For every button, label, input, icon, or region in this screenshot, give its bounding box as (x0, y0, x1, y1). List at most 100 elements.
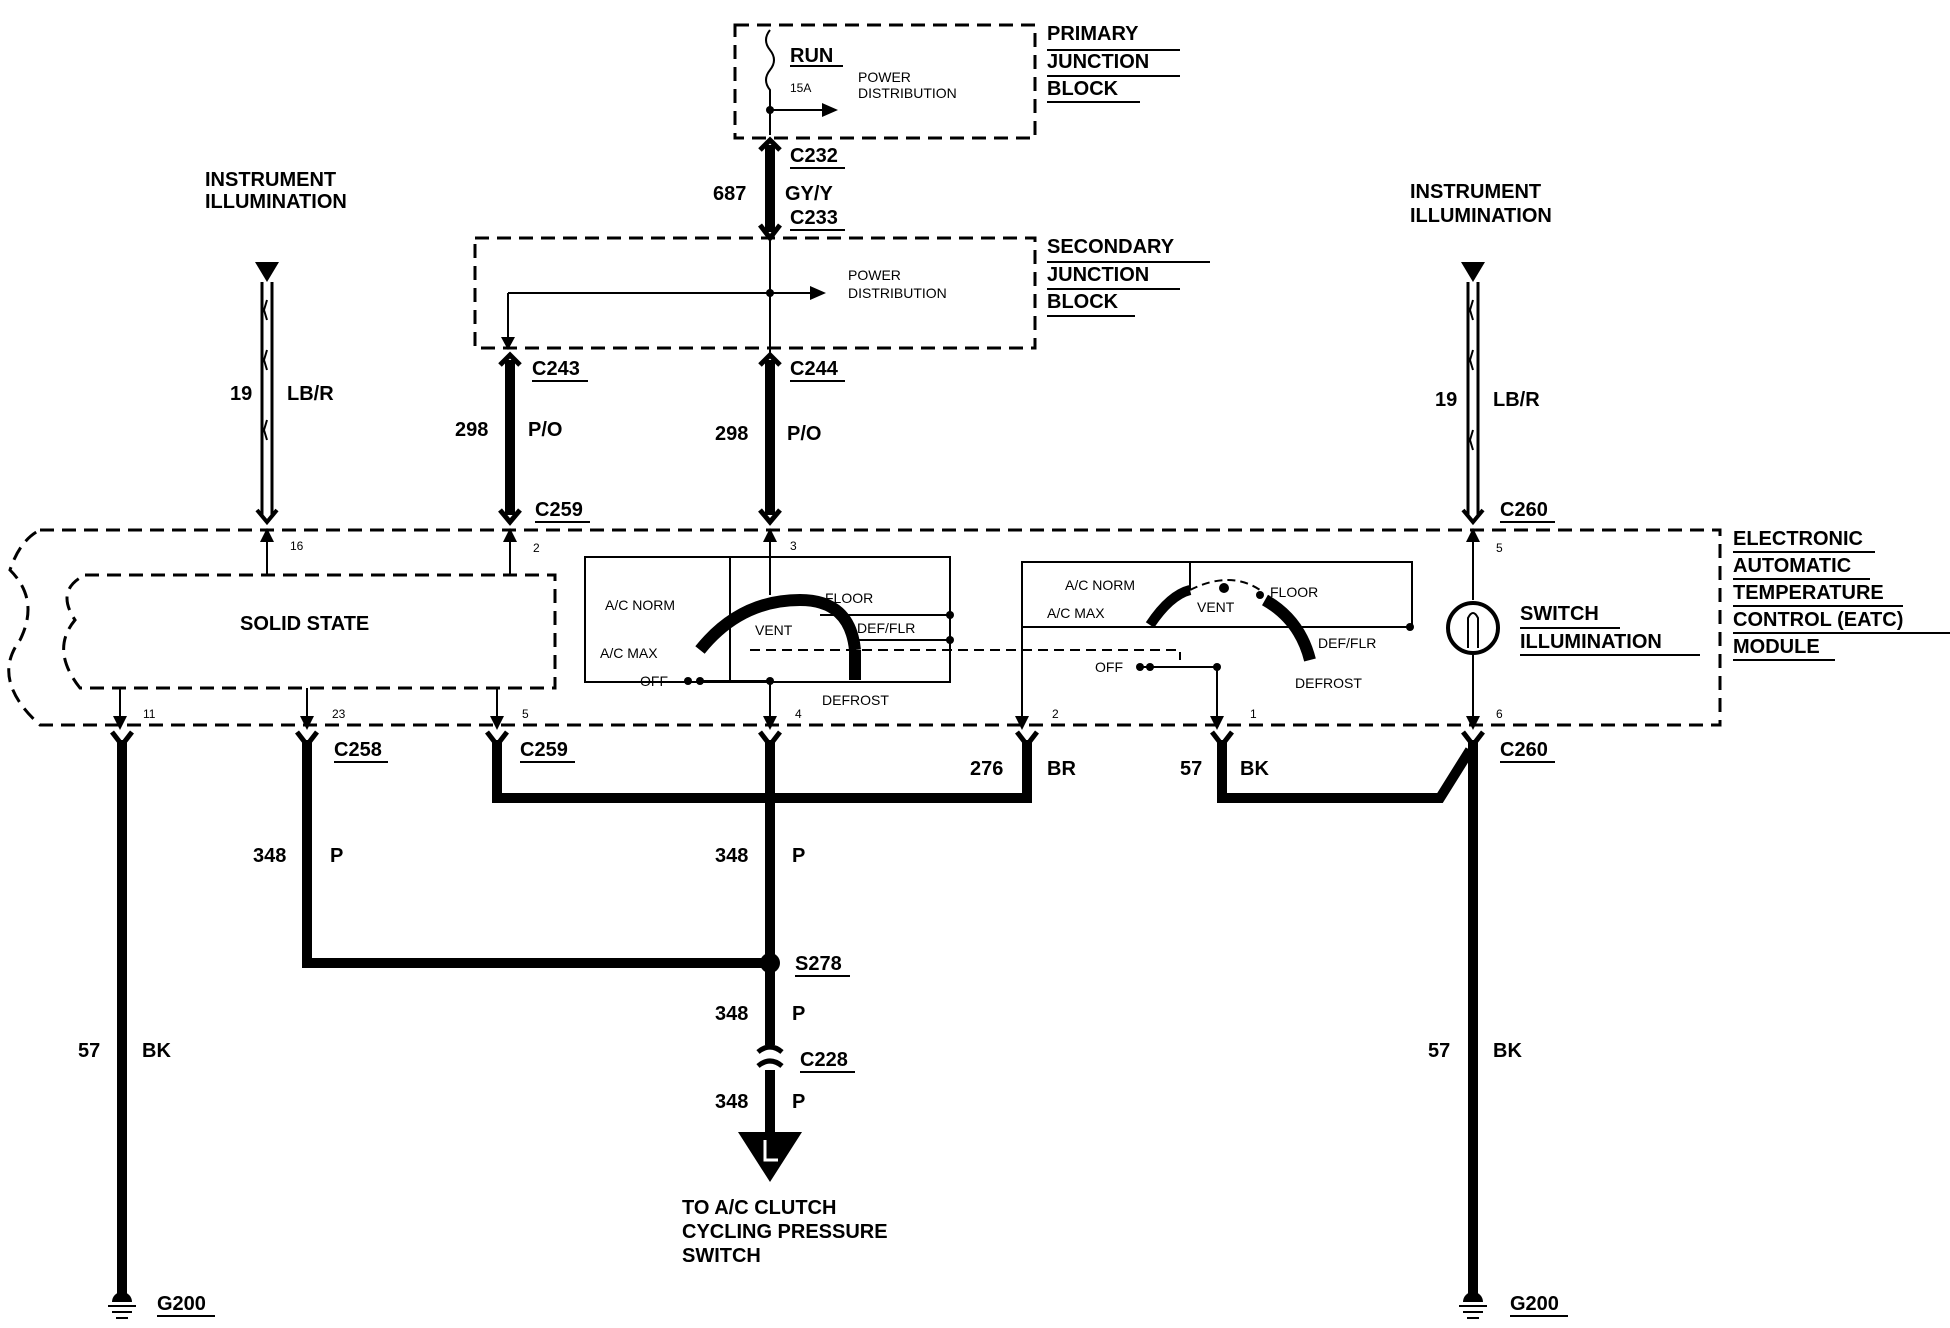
eatc-label-4: CONTROL (EATC) (1733, 609, 1903, 631)
switch-illum-label-2: ILLUMINATION (1520, 631, 1662, 653)
wire-276: 276 BR (492, 740, 1076, 803)
instrument-illumination-left: INSTRUMENT ILLUMINATION 19 LB/R (205, 169, 347, 515)
solid-state-block: SOLID STATE (62, 528, 557, 730)
connector-c259-top: C259 (535, 499, 583, 521)
secondary-jb-title-2: JUNCTION (1047, 264, 1149, 286)
right-switch-defrost: DEFROST (1295, 675, 1362, 691)
wire-348-left-color: P (330, 845, 343, 867)
connector-c260-bottom: C260 (1500, 739, 1548, 761)
left-switch-vent: VENT (755, 622, 793, 638)
wire-276-circuit: 276 (970, 758, 1003, 780)
destination-label: TO A/C CLUTCH CYCLING PRESSURE SWITCH (682, 1197, 888, 1267)
right-switch-ac-max: A/C MAX (1047, 605, 1105, 621)
primary-junction-block: RUN 15A POWER DISTRIBUTION PRIMARY JUNCT… (733, 23, 1180, 140)
secondary-power-label-2: DISTRIBUTION (848, 285, 947, 301)
solid-state-label: SOLID STATE (240, 613, 369, 635)
primary-power-label-2: DISTRIBUTION (858, 85, 957, 101)
fuse-rating-label: 15A (790, 81, 811, 95)
right-switch-vent: VENT (1197, 599, 1235, 615)
primary-power-label-1: POWER (858, 69, 911, 85)
connector-c243: C243 (532, 358, 580, 380)
left-switch-ac-norm: A/C NORM (605, 597, 675, 613)
wire-298-right-color: P/O (787, 423, 821, 445)
mode-switch-right: A/C NORM FLOOR VENT DEF/FLR A/C MAX OFF … (1015, 561, 1414, 730)
destination-line-1: TO A/C CLUTCH (682, 1197, 836, 1219)
secondary-jb-title-3: BLOCK (1047, 291, 1119, 313)
pin-6: 6 (1496, 707, 1503, 721)
pin-5a: 5 (1496, 541, 1503, 555)
wire-687-circuit: 687 (713, 183, 746, 205)
left-switch-off: OFF (640, 673, 668, 689)
pin-11: 11 (143, 707, 156, 721)
ground-g200-left: G200 (108, 1292, 215, 1319)
secondary-power-label-1: POWER (848, 267, 901, 283)
wire-348-center-color: P (792, 845, 805, 867)
connector-forks (110, 136, 1485, 750)
wire-57-right-color: BK (1493, 1040, 1522, 1062)
secondary-junction-block: POWER DISTRIBUTION SECONDARY JUNCTION BL… (473, 236, 1210, 355)
wire-57-middle: 57 BK (1180, 740, 1475, 803)
wire-298-right-circuit: 298 (715, 423, 748, 445)
right-switch-ac-norm: A/C NORM (1065, 577, 1135, 593)
switch-illumination-bulb: SWITCH ILLUMINATION (1446, 528, 1700, 730)
secondary-jb-title-1: SECONDARY (1047, 236, 1175, 258)
wire-687-color: GY/Y (785, 183, 833, 205)
wire-57-right-circuit: 57 (1428, 1040, 1450, 1062)
instr-right-label-2: ILLUMINATION (1410, 205, 1552, 227)
connector-c258: C258 (334, 739, 382, 761)
ground-g200-right: G200 (1459, 1292, 1568, 1319)
wire-348-center: 348 P (715, 740, 805, 1045)
ground-g200-right-label: G200 (1510, 1293, 1559, 1315)
left-switch-defrost: DEFROST (822, 692, 889, 708)
wire-348-left: 348 P (253, 740, 770, 968)
wire-298-left-color: P/O (528, 419, 562, 441)
wire-348-low2-color: P (792, 1091, 805, 1113)
wire-687: C232 687 GY/Y C233 (713, 145, 845, 232)
fuse-state-label: RUN (790, 45, 833, 67)
pin-2b: 2 (1052, 707, 1059, 721)
lower-connectors: C258 C259 C260 (334, 739, 1555, 763)
wire-57-left-circuit: 57 (78, 1040, 100, 1062)
ground-g200-left-label: G200 (157, 1293, 206, 1315)
wire-348-low1-circuit: 348 (715, 1003, 748, 1025)
pin-3: 3 (790, 539, 797, 553)
wire-19-right-circuit: 19 (1435, 389, 1457, 411)
right-switch-def-flr: DEF/FLR (1318, 635, 1376, 651)
wire-19-left-color: LB/R (287, 383, 334, 405)
pin-23: 23 (332, 707, 346, 721)
wire-348-left-circuit: 348 (253, 845, 286, 867)
pin-5b: 5 (522, 707, 529, 721)
primary-jb-title-2: JUNCTION (1047, 51, 1149, 73)
eatc-module: ELECTRONIC AUTOMATIC TEMPERATURE CONTROL… (7, 528, 1950, 727)
left-switch-ac-max: A/C MAX (600, 645, 658, 661)
pin-16: 16 (290, 539, 304, 553)
right-switch-off: OFF (1095, 659, 1123, 675)
wire-348-low1-color: P (792, 1003, 805, 1025)
wire-57-left: 57 BK (78, 740, 171, 1295)
wire-57-left-color: BK (142, 1040, 171, 1062)
splice-s278-label: S278 (795, 953, 842, 975)
connector-c260-top: C260 (1500, 499, 1548, 521)
wire-276-color: BR (1047, 758, 1076, 780)
pin-labels: 16 2 3 5 11 23 5 4 2 1 6 (143, 539, 1503, 721)
wire-57-mid-circuit: 57 (1180, 758, 1202, 780)
connector-c232: C232 (790, 145, 838, 167)
primary-jb-title-3: BLOCK (1047, 78, 1119, 100)
wire-298-right: C244 298 P/O (715, 358, 845, 515)
eatc-label-5: MODULE (1733, 636, 1820, 658)
pin-2a: 2 (533, 541, 540, 555)
connector-c228-group: C228 348 P (715, 1044, 855, 1182)
instr-left-label-2: ILLUMINATION (205, 191, 347, 213)
wire-348-low2-circuit: 348 (715, 1091, 748, 1113)
connector-c244: C244 (790, 358, 839, 380)
instr-right-label-1: INSTRUMENT (1410, 181, 1541, 203)
instr-left-label-1: INSTRUMENT (205, 169, 336, 191)
destination-line-3: SWITCH (682, 1245, 761, 1267)
wire-19-left-circuit: 19 (230, 383, 252, 405)
left-switch-def-flr: DEF/FLR (857, 620, 915, 636)
mode-switch-left: A/C NORM FLOOR VENT DEF/FLR A/C MAX OFF … (584, 556, 954, 730)
splice-s278: S278 348 P (715, 953, 850, 1025)
left-switch-floor: FLOOR (825, 590, 873, 606)
wire-57-mid-color: BK (1240, 758, 1269, 780)
